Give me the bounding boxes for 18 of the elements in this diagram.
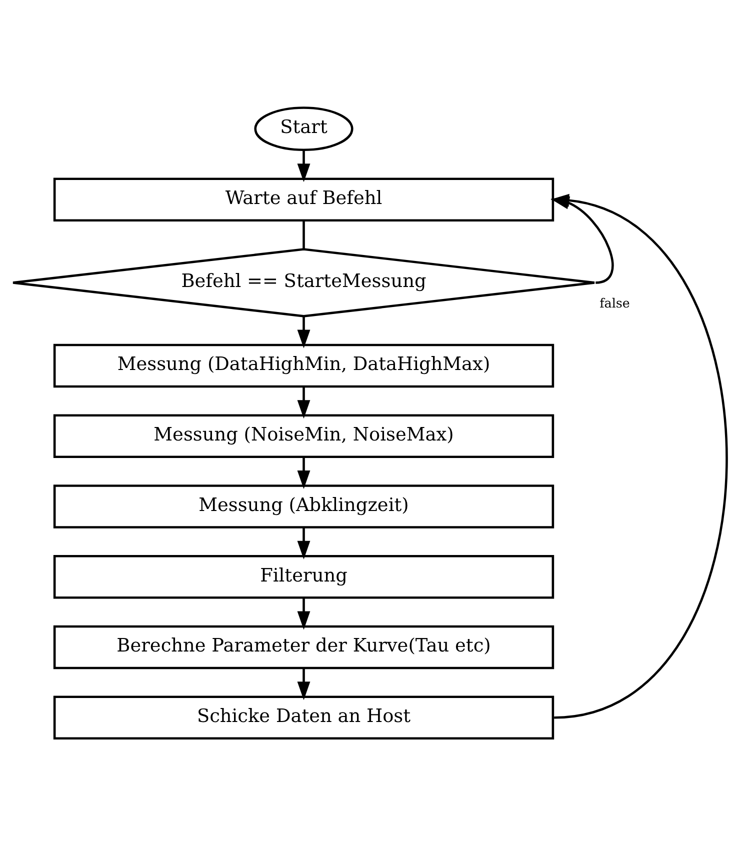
node-box: Messung (DataHighMin, DataHighMax) <box>53 344 554 388</box>
arrow <box>297 456 310 489</box>
arrow <box>297 386 310 419</box>
node-ellipse: Start <box>254 106 354 152</box>
arrow <box>297 150 310 182</box>
arrow <box>297 668 310 700</box>
connector <box>302 220 305 249</box>
edge-label: false <box>600 296 630 311</box>
node-box: Berechne Parameter der Kurve(Tau etc) <box>53 625 554 670</box>
node-box: Warte auf Befehl <box>53 178 554 222</box>
arrow <box>297 316 310 348</box>
node-box: Messung (NoiseMin, NoiseMax) <box>53 414 554 458</box>
arrow <box>297 598 310 630</box>
node-box: Filterung <box>53 554 554 599</box>
node-box: Messung (Abklingzeit) <box>53 484 554 528</box>
arrow <box>297 527 310 560</box>
node-diamond: Befehl == StarteMessung <box>12 248 596 318</box>
node-box: Schicke Daten an Host <box>53 696 554 740</box>
